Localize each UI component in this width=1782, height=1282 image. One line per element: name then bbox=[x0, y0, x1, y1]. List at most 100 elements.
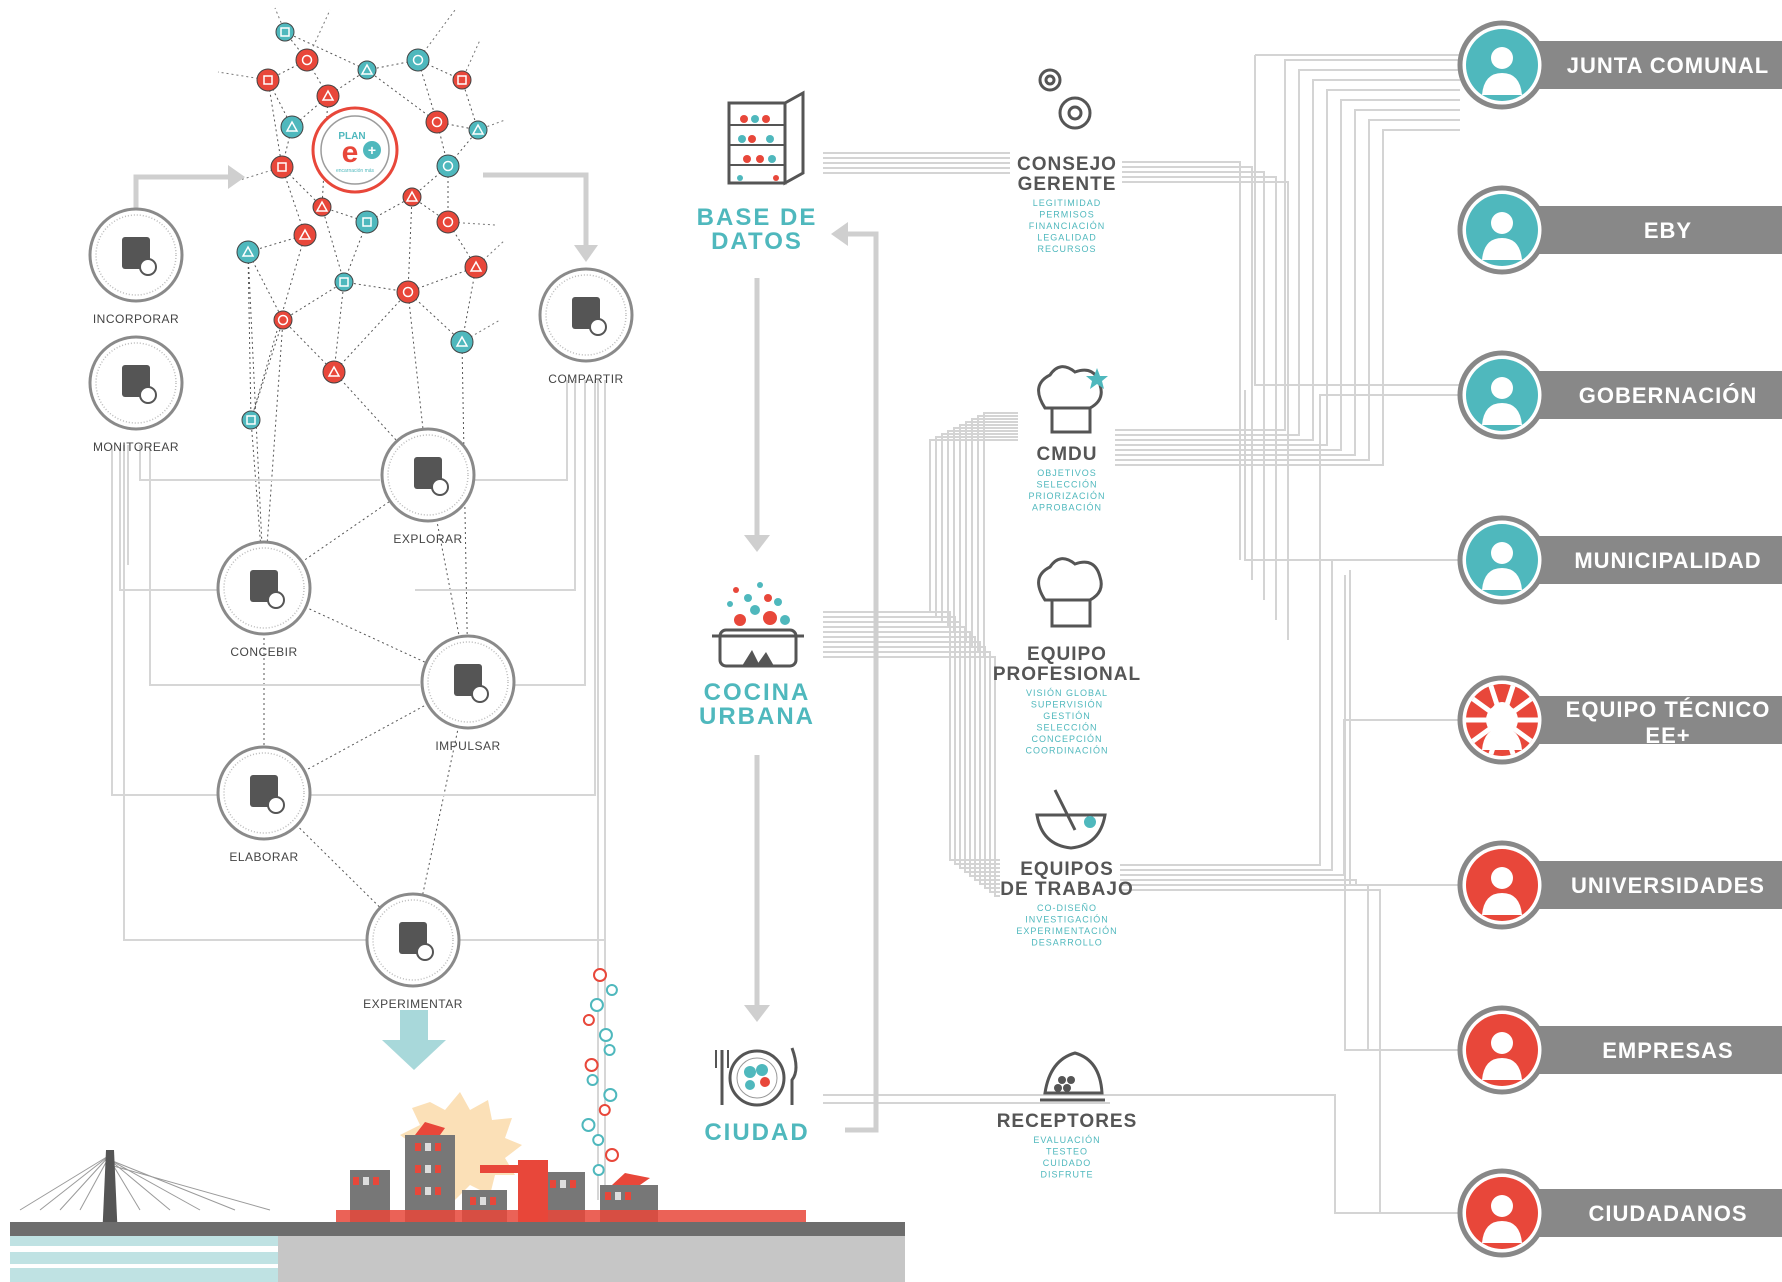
actor-gobernacion: GOBERNACIÓN bbox=[1457, 350, 1782, 440]
kitchen-label-ciudad: CIUDAD bbox=[704, 1119, 809, 1146]
body-item: OBJETIVOS bbox=[1037, 468, 1097, 478]
body-item: RECURSOS bbox=[1037, 244, 1096, 254]
stage-compartir: COMPARTIR bbox=[538, 267, 634, 386]
body-title-profesional: PROFESIONAL bbox=[993, 664, 1141, 685]
gears-icon bbox=[1038, 68, 1092, 130]
body-title-trabajo: DE TRABAJO bbox=[1000, 879, 1134, 900]
network-node bbox=[241, 410, 261, 430]
arrow-head-right bbox=[228, 165, 245, 189]
building-windows bbox=[353, 1143, 631, 1205]
body-item: SUPERVISIÓN bbox=[1031, 700, 1103, 710]
body-item: VISIÓN GLOBAL bbox=[1026, 688, 1108, 698]
actor-eby: EBY bbox=[1457, 185, 1782, 275]
actor-label: CIUDADANOS bbox=[1588, 1201, 1747, 1226]
body-item: LEGALIDAD bbox=[1037, 233, 1097, 243]
network-node bbox=[256, 68, 280, 92]
network-node bbox=[273, 310, 293, 330]
body-title-profesional: EQUIPO bbox=[1027, 644, 1107, 665]
stage-label: ELABORAR bbox=[229, 850, 298, 864]
body-item: CONCEPCIÓN bbox=[1031, 734, 1102, 744]
body-item: EVALUACIÓN bbox=[1033, 1135, 1100, 1145]
logo-plan-text: PLAN bbox=[338, 131, 365, 142]
stage-label: CONCEBIR bbox=[230, 645, 297, 659]
body-title-cmdu: CMDU bbox=[1037, 444, 1098, 465]
arrow-head-down bbox=[574, 245, 598, 262]
process-loop-lines bbox=[111, 380, 606, 1200]
stage-label: EXPLORAR bbox=[393, 532, 462, 546]
kitchen-label-base: DATOS bbox=[711, 228, 803, 255]
body-item: COORDINACIÓN bbox=[1025, 746, 1108, 756]
stage-experimentar: EXPERIMENTAR bbox=[363, 892, 463, 1011]
logo-e-letter: e bbox=[342, 136, 359, 169]
network-node bbox=[464, 255, 488, 279]
growth-chart-icon bbox=[454, 664, 489, 703]
stage-monitorear: MONITOREAR bbox=[88, 335, 184, 454]
network-node bbox=[293, 223, 317, 247]
network-node bbox=[275, 22, 295, 42]
actor-label: MUNICIPALIDAD bbox=[1574, 548, 1761, 573]
mixing-bowl-icon bbox=[1035, 789, 1107, 850]
stage-incorporar: INCORPORAR bbox=[88, 207, 184, 326]
chef-hat-icon bbox=[1037, 557, 1103, 628]
stage-elaborar: ELABORAR bbox=[216, 745, 312, 864]
actor-label: EMPRESAS bbox=[1602, 1038, 1733, 1063]
drafting-icon bbox=[250, 775, 285, 814]
logo-plus: + bbox=[368, 142, 376, 158]
network-node bbox=[322, 360, 346, 384]
kitchen-label-cocina: COCINA bbox=[704, 679, 811, 706]
stage-label: IMPULSAR bbox=[435, 739, 500, 753]
stage-impulsar: IMPULSAR bbox=[420, 634, 516, 753]
body-labels: CONSEJOGERENTELEGITIMIDADPERMISOSFINANCI… bbox=[993, 154, 1141, 1180]
worker-avatar-icon bbox=[1466, 684, 1538, 756]
actor-label: EBY bbox=[1644, 218, 1692, 243]
kitchen-label-base: BASE DE bbox=[697, 204, 818, 231]
network-node bbox=[468, 120, 488, 140]
actor-label: JUNTA COMUNAL bbox=[1567, 53, 1769, 78]
connector-lines bbox=[823, 54, 1460, 1214]
actor-label: EE+ bbox=[1645, 723, 1690, 748]
document-plus-icon bbox=[122, 237, 157, 276]
body-item: DISFRUTE bbox=[1041, 1170, 1094, 1180]
rising-bubbles bbox=[581, 968, 619, 1176]
body-item: EXPERIMENTACIÓN bbox=[1016, 926, 1117, 936]
cooking-pot-icon bbox=[712, 582, 804, 668]
stage-label: MONITOREAR bbox=[93, 440, 179, 454]
body-item: PRIORIZACIÓN bbox=[1028, 491, 1105, 501]
body-item: DESARROLLO bbox=[1031, 938, 1103, 948]
stage-explorar: EXPLORAR bbox=[380, 427, 476, 546]
network-node bbox=[334, 272, 354, 292]
magnifier-icon bbox=[122, 365, 157, 404]
business-avatar-icon bbox=[1466, 1014, 1538, 1086]
city-skyline bbox=[10, 968, 905, 1282]
network-node bbox=[312, 197, 332, 217]
kitchen-label-cocina: URBANA bbox=[699, 703, 815, 730]
network-node bbox=[355, 210, 379, 234]
plate-cutlery-icon bbox=[715, 1047, 798, 1107]
body-item: CO-DISEÑO bbox=[1037, 903, 1097, 913]
brainstorm-icon bbox=[250, 570, 285, 609]
body-title-receptores: RECEPTORES bbox=[997, 1111, 1138, 1132]
kitchen-flow-arrows bbox=[754, 231, 879, 1133]
cloche-icon bbox=[1040, 1051, 1105, 1102]
network-node bbox=[402, 187, 422, 207]
network-node bbox=[295, 48, 319, 72]
network-node bbox=[450, 330, 474, 354]
body-item: LEGITIMIDAD bbox=[1033, 198, 1102, 208]
network-node bbox=[280, 115, 304, 139]
body-item: PERMISOS bbox=[1039, 210, 1095, 220]
network-node bbox=[436, 210, 460, 234]
chef-hat-star-icon bbox=[1037, 365, 1108, 434]
actors-list: JUNTA COMUNAL EBY GOBERNACIÓN MUNICIPALIDAD… bbox=[1457, 20, 1782, 1258]
body-item: TESTEO bbox=[1046, 1147, 1088, 1157]
network-node bbox=[236, 240, 260, 264]
network-node bbox=[396, 280, 420, 304]
body-item: SELECCIÓN bbox=[1036, 723, 1097, 733]
stage-label: EXPERIMENTAR bbox=[363, 997, 463, 1011]
actor-ciudadanos: CIUDADANOS bbox=[1457, 1168, 1782, 1258]
network-nodes bbox=[236, 22, 488, 430]
body-item: FINANCIACIÓN bbox=[1029, 221, 1106, 231]
network-node bbox=[357, 60, 377, 80]
arrow-head-ciudad-to-base bbox=[831, 222, 848, 246]
plan-e-plus-logo: PLAN e + encarnación más bbox=[311, 106, 399, 194]
